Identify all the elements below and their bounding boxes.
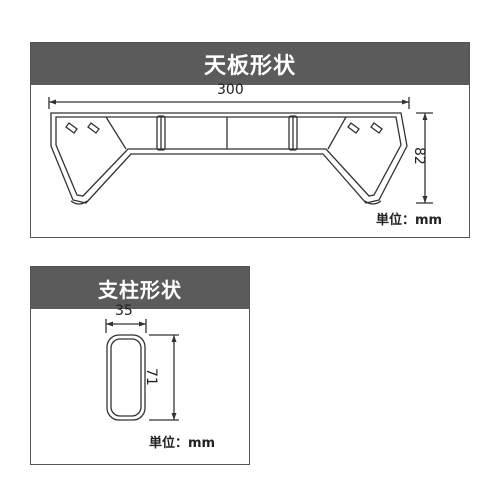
post-shape-title: 支柱形状 <box>31 267 249 309</box>
height-dimension-label: 82 <box>411 147 427 165</box>
post-height-label: 71 <box>143 368 159 386</box>
tabletop-outer-profile <box>50 112 408 204</box>
tabletop-inner-profile <box>55 116 402 197</box>
tabletop-cross-section-diagram <box>48 97 433 205</box>
post-shape-panel: 支柱形状 35 71 単位：mm <box>30 266 250 465</box>
post-cross-section-diagram <box>105 319 179 421</box>
joint-right-center <box>288 115 298 151</box>
tabletop-shape-title: 天板形状 <box>31 43 469 85</box>
joint-right-end <box>370 122 383 134</box>
foot-left <box>70 200 88 205</box>
tabletop-shape-panel: 天板形状 <box>30 42 470 238</box>
post-width-label: 35 <box>115 303 133 319</box>
joint-left-center <box>156 115 166 151</box>
foot-right <box>364 200 382 205</box>
post-inner-profile <box>110 338 142 417</box>
post-outer-profile <box>106 334 146 421</box>
tabletop-unit-label: 単位：mm <box>376 213 443 228</box>
joint-left-end <box>65 122 78 134</box>
width-dimension-label: 300 <box>217 82 244 98</box>
post-unit-label: 単位：mm <box>149 436 216 451</box>
